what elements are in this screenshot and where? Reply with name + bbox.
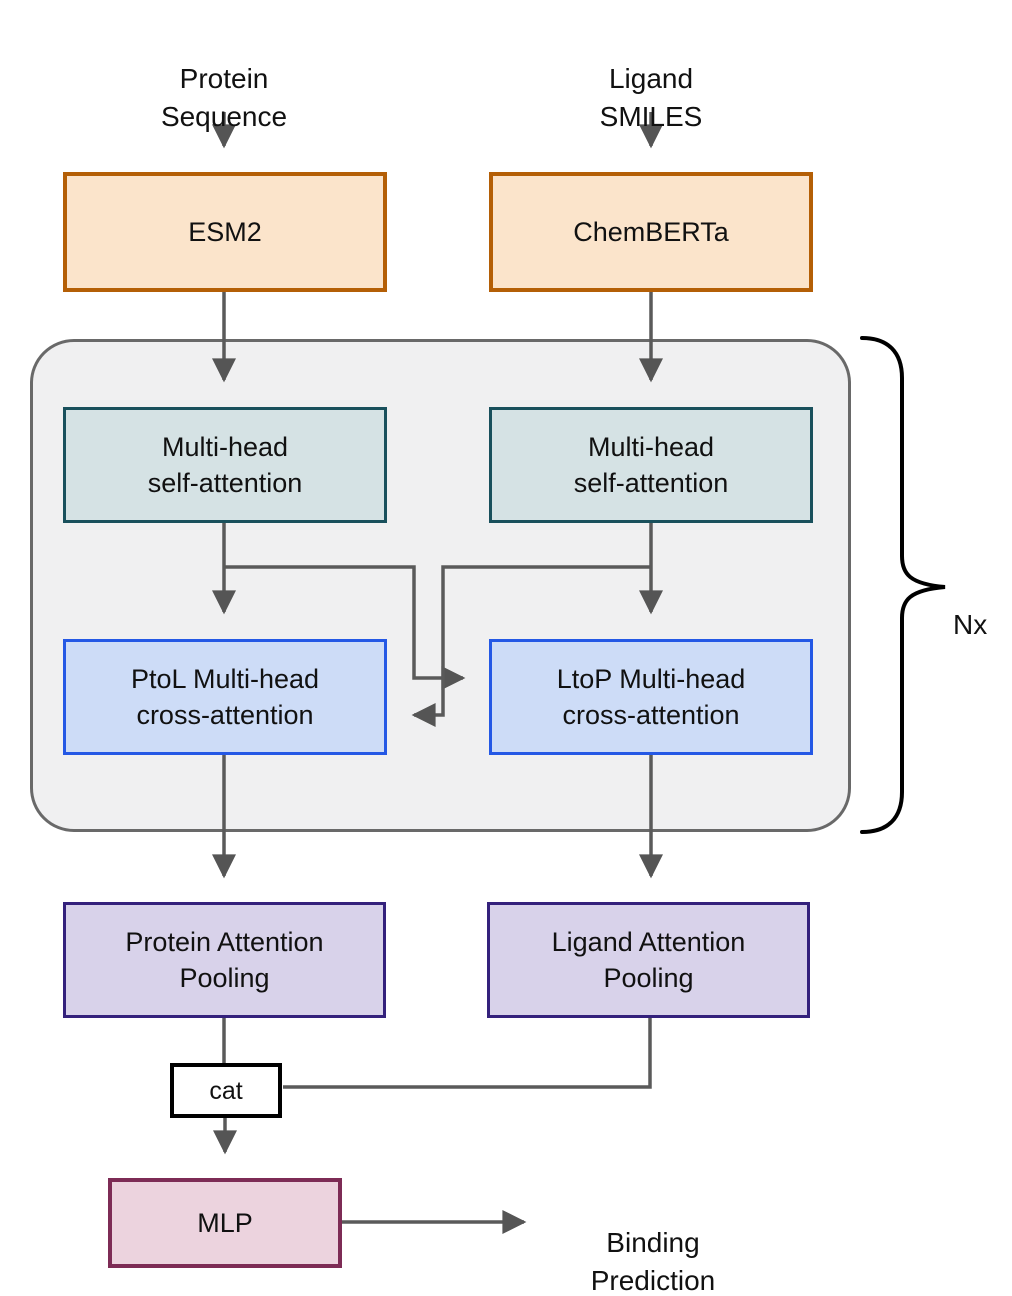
binding-prediction-label: Binding Prediction: [553, 1186, 753, 1296]
wire-ligand-pooling-to-cat: [283, 1018, 652, 1089]
protein-pooling-label: Protein Attention Pooling: [125, 927, 324, 993]
protein-sequence-label: Protein Sequence: [124, 22, 324, 136]
wire-protein-cross-to-ltop: [224, 565, 466, 690]
ligand-smiles-text: Ligand SMILES: [599, 63, 703, 132]
mlp-label: MLP: [197, 1208, 253, 1238]
protein-pooling-box: Protein Attention Pooling: [63, 902, 386, 1018]
chemberta-label: ChemBERTa: [573, 217, 729, 247]
ligand-pooling-box: Ligand Attention Pooling: [487, 902, 810, 1018]
binding-prediction-text: Binding Prediction: [590, 1227, 716, 1296]
ptol-cross-attention-box: PtoL Multi-head cross-attention: [63, 639, 387, 755]
nx-text: Nx: [953, 609, 988, 640]
ligand-self-attention-box: Multi-head self-attention: [489, 407, 813, 523]
concat-box: cat: [170, 1063, 282, 1118]
esm2-label: ESM2: [188, 217, 262, 247]
concat-label: cat: [209, 1076, 243, 1105]
protein-self-attention-label: Multi-head self-attention: [147, 432, 303, 498]
protein-self-attention-box: Multi-head self-attention: [63, 407, 387, 523]
ligand-self-attention-label: Multi-head self-attention: [573, 432, 729, 498]
ltop-cross-attention-box: LtoP Multi-head cross-attention: [489, 639, 813, 755]
chemberta-box: ChemBERTa: [489, 172, 813, 292]
nx-repeat-brace: [860, 336, 946, 834]
ptol-cross-attention-label: PtoL Multi-head cross-attention: [130, 664, 320, 730]
ligand-pooling-label: Ligand Attention Pooling: [551, 927, 746, 993]
nx-label: Nx: [953, 568, 1012, 644]
protein-sequence-text: Protein Sequence: [160, 63, 288, 132]
ligand-smiles-label: Ligand SMILES: [551, 22, 751, 136]
mlp-box: MLP: [108, 1178, 342, 1268]
wire-ligand-cross-to-ptol: [411, 565, 651, 727]
ltop-cross-attention-label: LtoP Multi-head cross-attention: [556, 664, 746, 730]
esm2-box: ESM2: [63, 172, 387, 292]
